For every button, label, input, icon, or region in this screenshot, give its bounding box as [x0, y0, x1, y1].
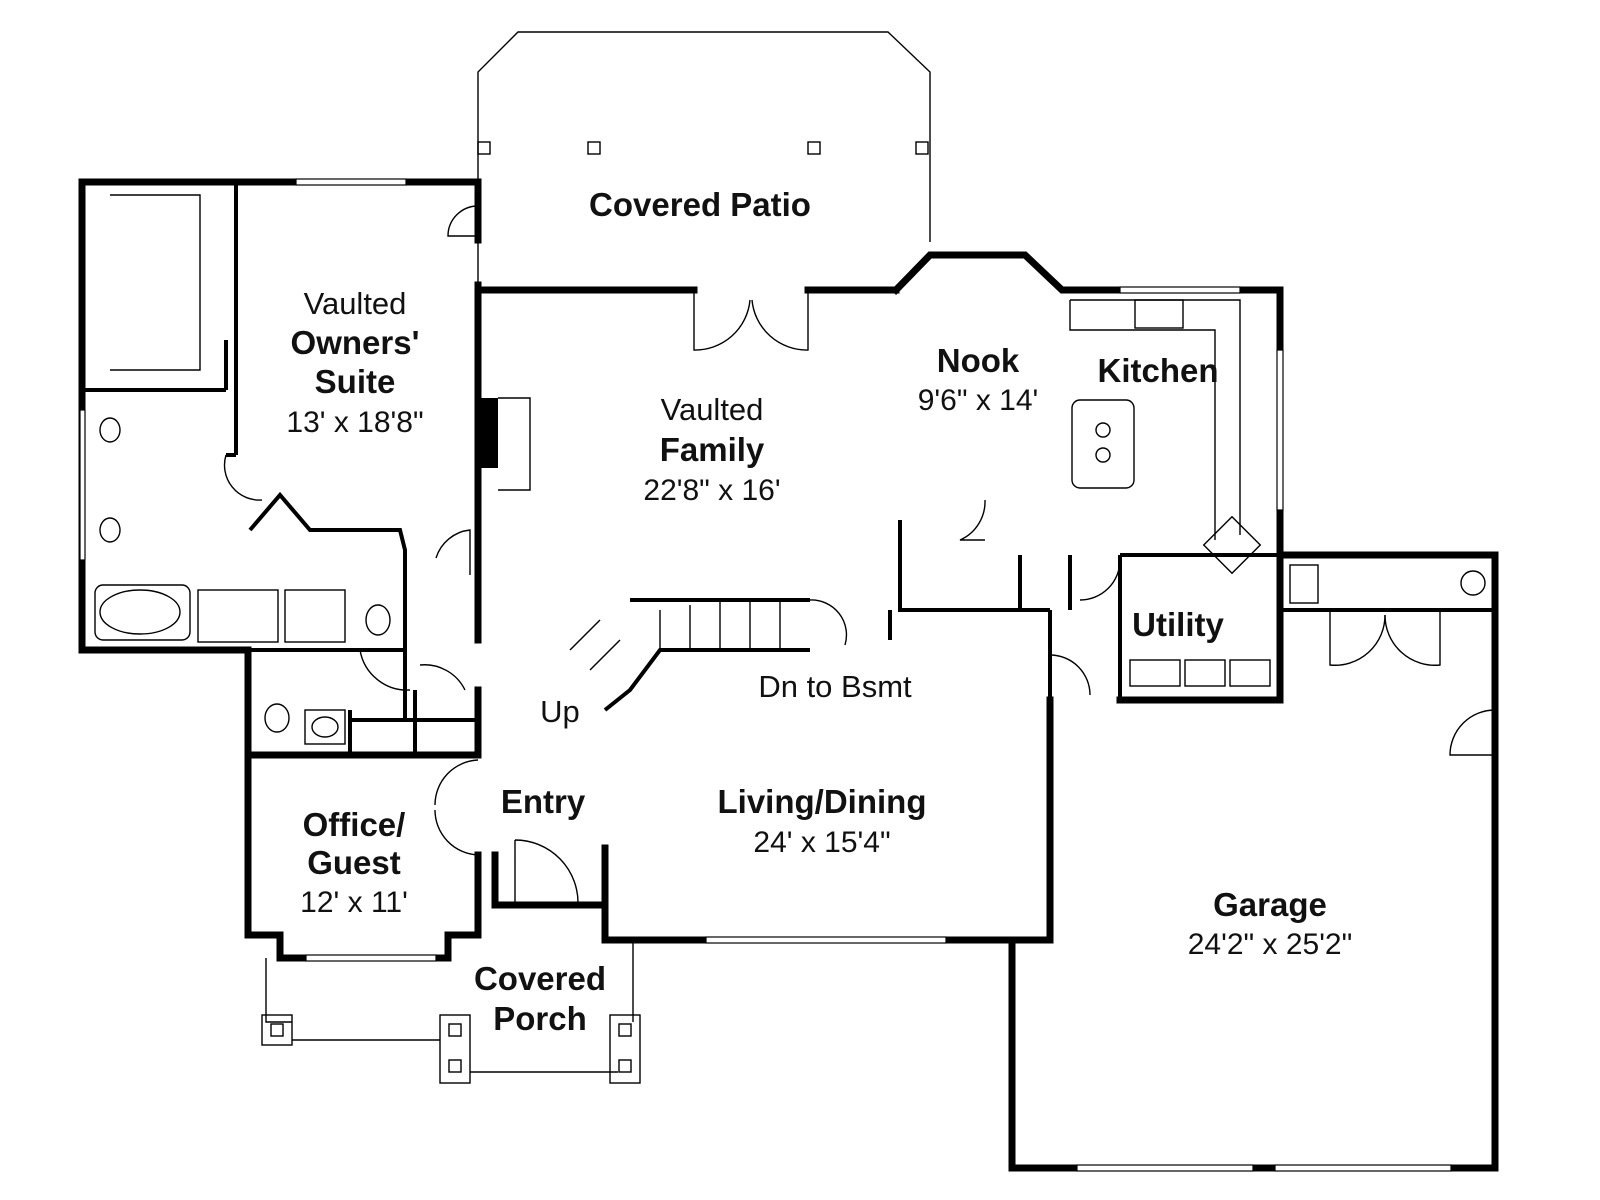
- room-entry-name: Entry: [501, 783, 586, 820]
- room-patio-name: Covered Patio: [589, 186, 811, 223]
- room-owners-line3: Suite: [315, 363, 396, 400]
- porch-outline: [261, 940, 641, 1084]
- room-family-dims: 22'8" x 16': [643, 474, 780, 507]
- stair-up-label: Up: [540, 694, 580, 729]
- room-porch-line2: Porch: [493, 1000, 587, 1037]
- room-office-line1: Office/: [303, 806, 406, 843]
- room-nook-dims: 9'6" x 14': [918, 384, 1039, 417]
- room-owners-line1: Vaulted: [304, 286, 407, 321]
- room-family-line1: Vaulted: [661, 392, 764, 427]
- room-kitchen-name: Kitchen: [1097, 352, 1218, 389]
- room-living-name: Living/Dining: [718, 783, 927, 820]
- utility-fixtures: [1129, 564, 1486, 687]
- room-office-dims: 12' x 11': [300, 886, 408, 919]
- stair-treads: [569, 599, 848, 671]
- bath-fixtures: [94, 194, 391, 745]
- covered-patio-outline: [477, 31, 931, 285]
- room-owners-dims: 13' x 18'8": [286, 406, 423, 439]
- room-utility-name: Utility: [1132, 606, 1224, 643]
- room-office-line2: Guest: [307, 844, 401, 881]
- room-owners-line2: Owners': [291, 324, 420, 361]
- room-labels: Covered Patio Vaulted Owners' Suite 13' …: [286, 186, 1352, 1037]
- room-garage-name: Garage: [1213, 886, 1327, 923]
- kitchen-fixtures: [1069, 299, 1262, 575]
- room-porch-line1: Covered: [474, 960, 606, 997]
- room-living-dims: 24' x 15'4": [753, 826, 890, 859]
- room-nook-name: Nook: [937, 342, 1020, 379]
- doors: [223, 205, 1496, 906]
- stair-down-label: Dn to Bsmt: [758, 669, 912, 704]
- windows: [79, 178, 1452, 1172]
- room-family-line2: Family: [660, 431, 765, 468]
- interior-walls: [82, 182, 1495, 755]
- room-garage-dims: 24'2" x 25'2": [1188, 928, 1353, 961]
